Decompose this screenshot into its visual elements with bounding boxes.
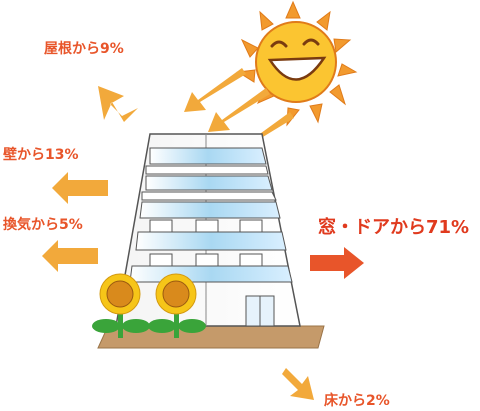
wall-loss-label: 壁から13% bbox=[3, 147, 79, 163]
ventilation-arrow-icon bbox=[42, 240, 98, 272]
window-arrow-icon bbox=[310, 247, 364, 279]
roof-arrow-icon bbox=[98, 86, 138, 122]
window-door-loss-label: 窓・ドアから71% bbox=[318, 217, 470, 238]
ventilation-loss-label: 換気から5% bbox=[3, 217, 83, 233]
wall-arrow-icon bbox=[52, 172, 108, 204]
sunlight-arrow-icon bbox=[184, 68, 246, 112]
sun-icon bbox=[236, 0, 358, 127]
floor-loss-label: 床から2% bbox=[324, 393, 390, 409]
sunflowers bbox=[92, 273, 206, 338]
apartment-building bbox=[115, 133, 301, 327]
heat-loss-arrows bbox=[42, 86, 364, 400]
sunlight-arrow-icon bbox=[208, 88, 270, 132]
floor-arrow-icon bbox=[282, 368, 314, 400]
sunflower-icon bbox=[148, 273, 206, 338]
roof-loss-label: 屋根から9% bbox=[44, 41, 124, 57]
sunflower-icon bbox=[92, 273, 150, 338]
